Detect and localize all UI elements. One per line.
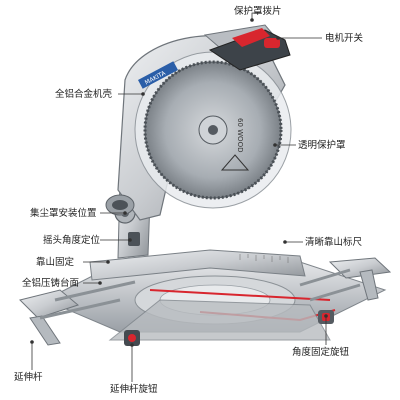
label-clear-fence-scale: 清晰靠山标尺 (305, 237, 363, 248)
label-extension-rod: 延伸杆 (14, 372, 43, 383)
label-angle-lock-knob: 角度固定旋钮 (292, 347, 350, 358)
label-aluminum-housing: 全铝合金机壳 (55, 89, 113, 100)
leader-lines (30, 12, 328, 382)
left-extension (19, 280, 136, 346)
blade-text: 60 WOOD (236, 118, 244, 152)
fence-scale (239, 254, 289, 263)
dust-port (105, 194, 135, 216)
label-die-cast-table: 全铝压铸台面 (22, 278, 80, 289)
motor-switch-button (264, 38, 280, 48)
handle (208, 28, 291, 71)
fence (89, 249, 306, 281)
label-dust-bag-mount: 集尘罩安装位置 (30, 208, 97, 219)
label-swing-angle-lock: 摇头角度定位 (43, 235, 101, 246)
base-table (43, 261, 387, 341)
right-extension (299, 257, 392, 302)
blade: 60 WOOD (134, 51, 292, 209)
label-blade-guard-lever: 保护罩拨片 (234, 6, 282, 17)
label-motor-switch: 电机开关 (325, 33, 364, 44)
label-fence-fix: 靠山固定 (36, 257, 75, 268)
extension-knob (124, 330, 140, 346)
label-extension-knob: 延伸杆旋钮 (110, 384, 158, 395)
label-transparent-guard: 透明保护罩 (298, 140, 346, 151)
